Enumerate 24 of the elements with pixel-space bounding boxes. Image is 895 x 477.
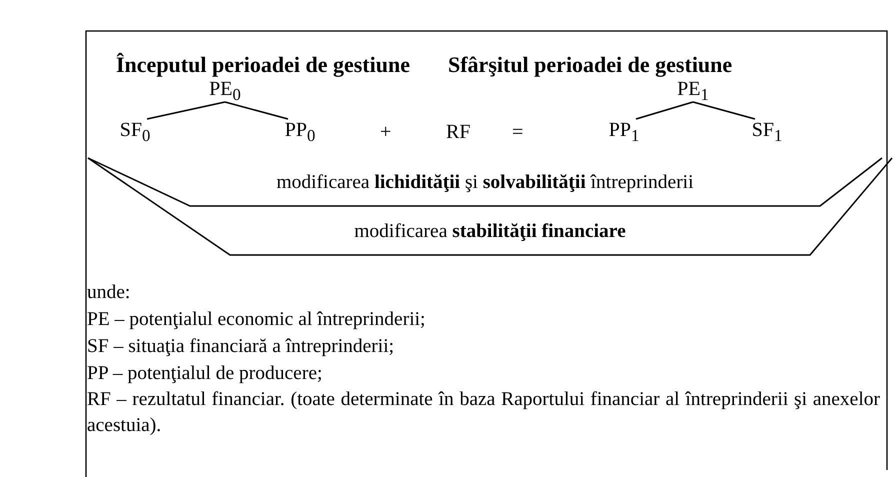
plus-sign: + (380, 120, 392, 145)
definition-text: PP – potenţialul de producere; (87, 362, 322, 386)
trapezoid-band (88, 158, 882, 208)
term-symbol: SF$_{1}$ (743, 119, 791, 147)
term-symbol: PE$_{0}$ (200, 78, 250, 106)
equals-sign: = (512, 120, 524, 145)
band-text: modificarea stabilităţii financiare (353, 221, 627, 243)
band-text: modificarea lichidităţii şi solvabilităţii întreprinderii (275, 172, 695, 194)
definition-text: PE – potenţialul economic al întreprinderii; (87, 308, 426, 332)
note-text: unde: (87, 281, 130, 305)
tree-line (692, 101, 756, 120)
term-symbol: SF$_{0}$ (111, 119, 159, 147)
heading: Începutul perioadei de gestiune (116, 52, 410, 78)
heading: Sfârşitul perioadei de gestiune (448, 52, 732, 78)
term-symbol: PE$_{1}$ (668, 78, 718, 106)
tree-line (146, 101, 226, 120)
tree-line (636, 101, 694, 120)
trapezoid-band (88, 158, 892, 257)
definition-text: SF – situaţia financiară a întreprinderii; (87, 335, 394, 359)
term-symbol: PP$_{1}$ (600, 119, 648, 147)
term-symbol: PP$_{0}$ (276, 119, 324, 147)
term-symbol: RF (446, 120, 470, 145)
definition-text: RF – rezultatul financiar. (toate determinate în baza Raportului financiar al întreprinderii şi anexelor acestuia). (87, 388, 880, 438)
tree-line (224, 101, 288, 120)
